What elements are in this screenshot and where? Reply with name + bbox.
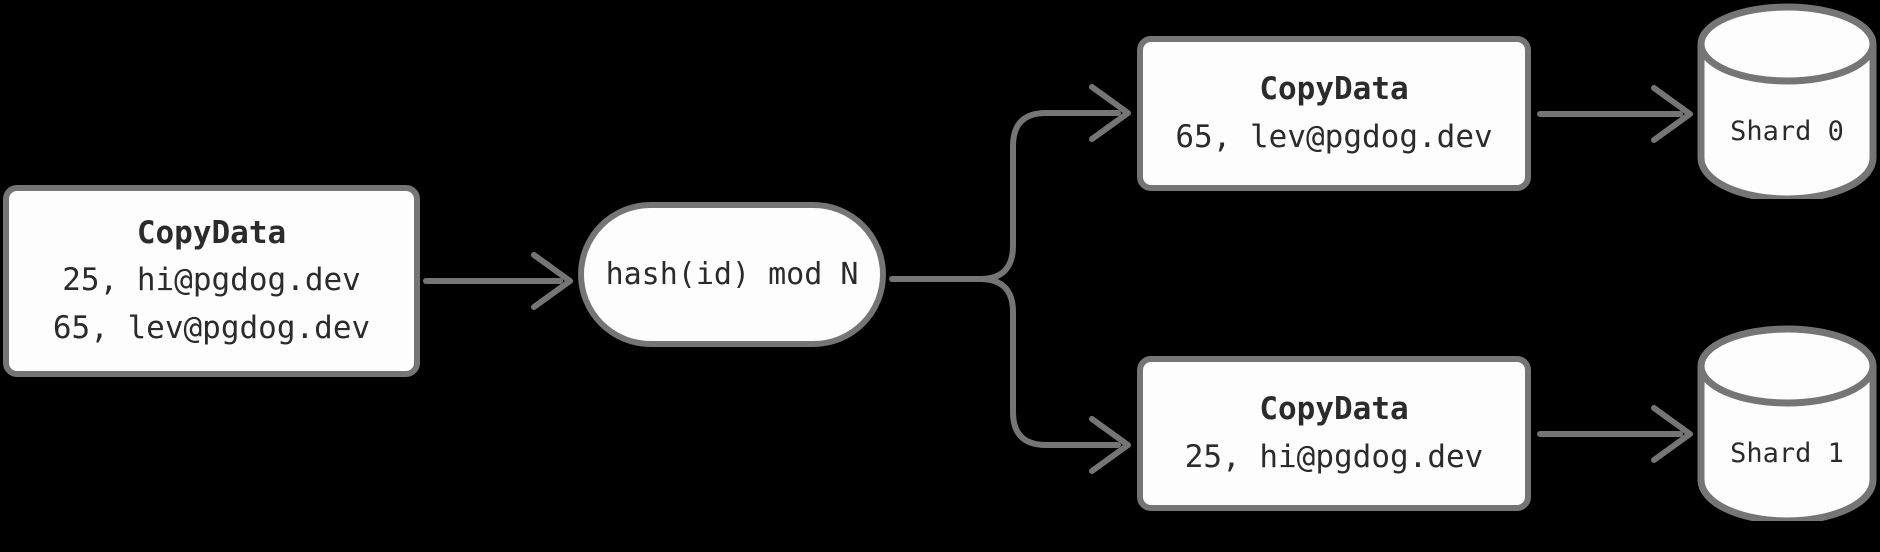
connector-source-to-hash: [423, 252, 573, 310]
shard0-copydata-node: CopyData 65, lev@pgdog.dev: [1137, 36, 1531, 191]
source-copydata-row-1: 65, lev@pgdog.dev: [52, 309, 371, 346]
connector-shard0-copydata-to-database: [1537, 85, 1693, 143]
shard0-copydata-row-0: 65, lev@pgdog.dev: [1175, 118, 1493, 155]
source-copydata-title: CopyData: [136, 215, 287, 252]
shard1-copydata-row-0: 25, hi@pgdog.dev: [1184, 438, 1484, 475]
hash-function-node: hash(id) mod N: [578, 202, 886, 347]
database-cylinder-icon: [1697, 325, 1877, 525]
hash-function-label: hash(id) mod N: [605, 256, 859, 292]
shard0-copydata-title: CopyData: [1259, 71, 1409, 108]
shard1-database-node: Shard 1: [1694, 325, 1880, 525]
shard0-database-node: Shard 0: [1694, 3, 1880, 203]
database-cylinder-icon: [1697, 3, 1877, 203]
connector-shard1-copydata-to-database: [1537, 405, 1693, 463]
connector-hash-to-shard1-copydata: [977, 276, 1131, 474]
shard1-copydata-node: CopyData 25, hi@pgdog.dev: [1137, 356, 1531, 511]
source-copydata-row-0: 25, hi@pgdog.dev: [62, 262, 361, 299]
source-copydata-node: CopyData 25, hi@pgdog.dev 65, lev@pgdog.…: [3, 185, 420, 377]
connector-hash-to-shard0-copydata: [977, 84, 1131, 282]
shard1-copydata-title: CopyData: [1259, 391, 1409, 428]
